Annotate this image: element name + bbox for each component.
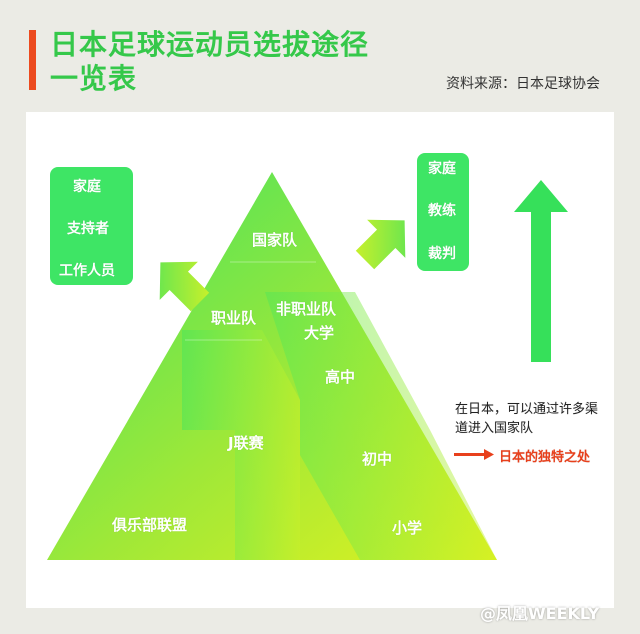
left-box-item-staff: 工作人员 <box>59 263 115 279</box>
pyramid-label-jleague: J联赛 <box>228 434 264 452</box>
watermark: @凤凰WEEKLY <box>480 604 600 623</box>
title-line-1: 日本足球运动员选拔途径 <box>50 28 370 61</box>
pyramid-label-amateur-team: 非职业队 <box>276 300 337 318</box>
legend-label: 日本的独特之处 <box>499 450 591 465</box>
left-support-box <box>50 167 133 285</box>
left-up-arrow <box>159 261 210 312</box>
big-up-arrow <box>514 180 568 362</box>
pyramid-label-national-team: 国家队 <box>252 231 298 249</box>
pyramid-label-junior-high: 初中 <box>362 450 393 468</box>
source-note: 资料来源：日本足球协会 <box>446 76 600 92</box>
right-box-item-family: 家庭 <box>428 161 456 177</box>
page-title: 日本足球运动员选拔途径 一览表 <box>50 28 369 96</box>
title-accent-bar <box>29 30 36 90</box>
pyramid-label-primary: 小学 <box>392 519 423 537</box>
title-line-2: 一览表 <box>50 62 138 95</box>
right-support-box <box>417 153 469 271</box>
pyramid-label-pro-team: 职业队 <box>211 309 257 327</box>
pyramid-label-club: 俱乐部联盟 <box>112 516 188 534</box>
right-up-arrow <box>355 219 406 270</box>
pyramid-label-university: 大学 <box>304 324 335 342</box>
right-box-item-referee: 裁判 <box>428 246 456 262</box>
pyramid-label-high-school: 高中 <box>325 368 356 386</box>
club-route-band <box>182 330 300 560</box>
legend-red-arrow-icon <box>454 449 494 460</box>
left-box-item-family: 家庭 <box>73 179 101 195</box>
left-box-item-supporters: 支持者 <box>67 221 109 237</box>
right-box-item-coach: 教练 <box>428 203 456 219</box>
channels-note: 在日本，可以通过许多渠道进入国家队 <box>455 402 599 436</box>
school-route-band <box>265 292 497 560</box>
